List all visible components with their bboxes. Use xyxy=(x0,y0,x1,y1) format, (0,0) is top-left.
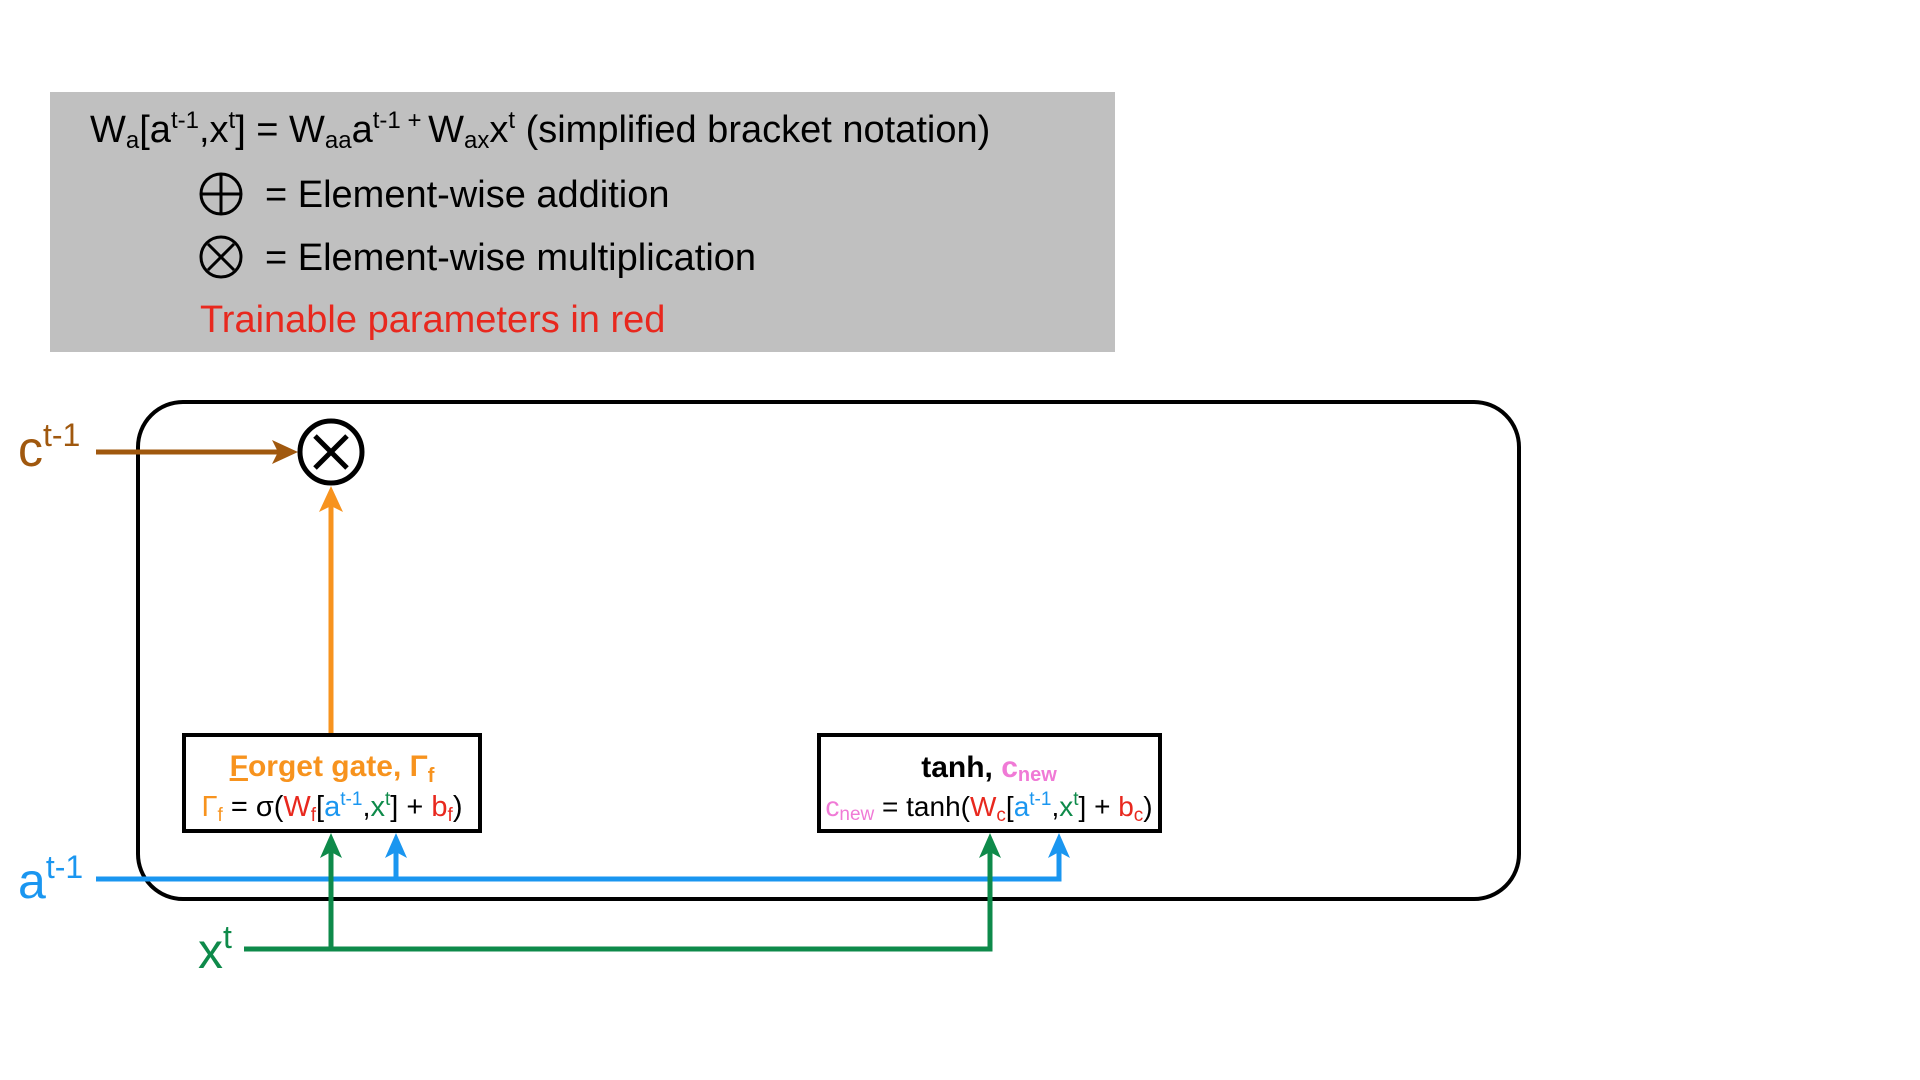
trainable-note: Trainable parameters in red xyxy=(200,299,665,341)
forget-gate-equation: Γf = σ(Wf[at-1,xt] + bf) xyxy=(202,789,463,826)
forget-gate-output-arrow xyxy=(319,486,343,733)
addition-label: = Element-wise addition xyxy=(265,174,670,216)
a-prev-input: at-1 xyxy=(18,833,1070,909)
lstm-cell-boundary xyxy=(136,400,1521,901)
tanh-title: tanh, cnew xyxy=(921,751,1057,786)
x-t-input: xt xyxy=(198,833,1001,979)
x-t-label: xt xyxy=(198,919,232,979)
x-to-tanh-arrowhead xyxy=(979,833,1001,858)
a-prev-label: at-1 xyxy=(18,849,83,909)
a-to-forget-arrowhead xyxy=(385,833,407,858)
c-prev-input: ct-1 xyxy=(18,417,298,477)
tanh-equation: cnew = tanh(Wc[at-1,xt] + bc) xyxy=(825,789,1152,826)
notation-line: Wa[at-1,xt] = Waaat-1 + Waxxt (simplifie… xyxy=(90,107,990,154)
forget-gate-title: Forget gate, Γf xyxy=(230,750,435,787)
c-prev-arrowhead xyxy=(272,440,298,464)
a-prev-line xyxy=(96,850,1062,882)
x-to-forget-arrowhead xyxy=(320,833,342,858)
tanh-candidate-box: tanh, cnew cnew = tanh(Wc[at-1,xt] + bc) xyxy=(817,733,1162,833)
forget-gate-box: Forget gate, Γf Γf = σ(Wf[at-1,xt] + bf) xyxy=(182,733,482,833)
x-t-line xyxy=(244,850,993,952)
circled-times-icon xyxy=(199,235,243,279)
multiplication-label: = Element-wise multiplication xyxy=(265,237,756,279)
legend-box: Wa[at-1,xt] = Waaat-1 + Waxxt (simplifie… xyxy=(50,92,1115,352)
forget-multiply-node xyxy=(297,418,365,486)
a-to-tanh-arrowhead xyxy=(1048,833,1070,858)
legend-background xyxy=(50,92,1115,352)
circled-plus-icon xyxy=(199,172,243,216)
c-prev-label: ct-1 xyxy=(18,417,80,477)
